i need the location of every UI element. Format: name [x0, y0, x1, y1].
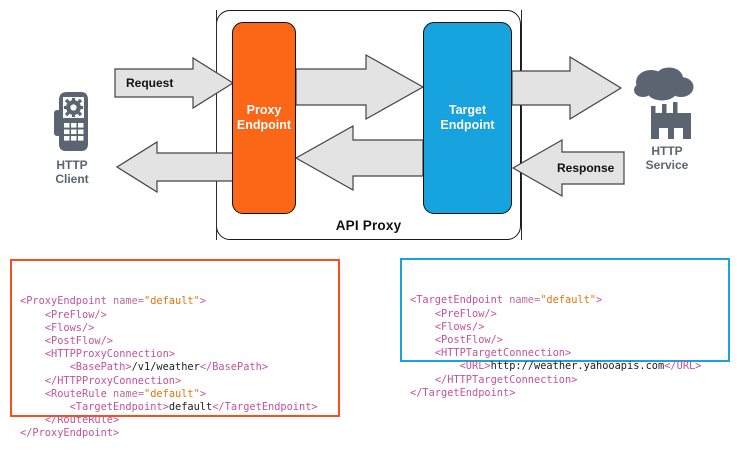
proxy-endpoint-label-line1: Proxy — [246, 103, 282, 117]
http-client-caption-line2: Client — [55, 172, 89, 186]
target-endpoint-label-line2: Endpoint — [440, 118, 495, 132]
mobile-phone-gear-icon — [50, 88, 94, 154]
proxy-endpoint-code-text: <ProxyEndpoint name="default"> <PreFlow/… — [20, 295, 318, 440]
arrow-request — [114, 56, 235, 110]
arrow-response — [511, 138, 625, 198]
arrow-proxy-to-target — [295, 53, 425, 121]
proxy-endpoint-code-block: <ProxyEndpoint name="default"> <PreFlow/… — [10, 259, 340, 439]
target-endpoint-box[interactable]: Target Endpoint — [423, 22, 512, 214]
target-endpoint-code-text: <TargetEndpoint name="default"> <PreFlow… — [410, 294, 702, 399]
http-service-caption-line1: HTTP — [651, 144, 683, 158]
target-endpoint-code-block: <TargetEndpoint name="default"> <PreFlow… — [400, 258, 730, 399]
arrow-request-label: Request — [126, 76, 174, 90]
proxy-endpoint-box[interactable]: Proxy Endpoint — [232, 22, 296, 214]
http-client-caption-line1: HTTP — [56, 158, 88, 172]
container-left-edge-wire — [216, 10, 218, 240]
arrow-target-to-service — [511, 55, 623, 121]
arrow-response-label: Response — [557, 161, 615, 175]
target-endpoint-label-line1: Target — [448, 103, 487, 117]
cloud-factory-icon — [629, 66, 703, 142]
proxy-endpoint-label-line2: Endpoint — [236, 118, 292, 132]
http-service-caption: HTTP Service — [625, 144, 709, 172]
diagram-canvas: Request Response Proxy Endpoint Target E… — [10, 10, 730, 439]
http-service-caption-line2: Service — [645, 158, 689, 172]
container-right-edge-wire — [521, 10, 523, 240]
api-proxy-title: API Proxy — [335, 218, 402, 233]
target-endpoint-label: Target Endpoint — [440, 103, 494, 133]
arrow-proxy-to-client — [115, 140, 236, 194]
arrow-target-to-proxy — [294, 124, 424, 192]
proxy-endpoint-label: Proxy Endpoint — [237, 103, 291, 133]
http-client-caption: HTTP Client — [32, 158, 112, 186]
